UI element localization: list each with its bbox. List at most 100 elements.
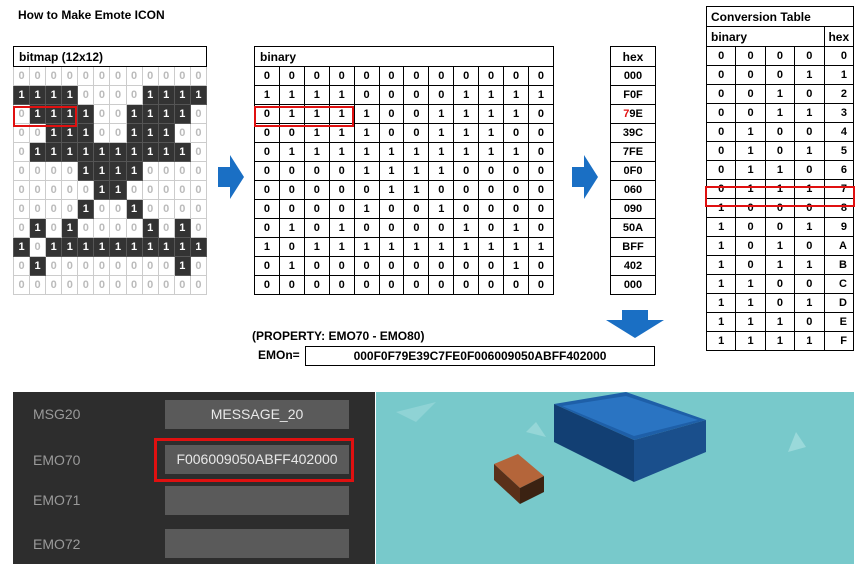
- bitmap-cell: 1: [189, 85, 208, 105]
- binary-cell: 0: [328, 256, 355, 276]
- binary-cell: 1: [353, 161, 380, 181]
- bitmap-cell: 0: [173, 66, 191, 86]
- binary-cell: 1: [453, 218, 480, 238]
- conversion-bit: 0: [705, 179, 737, 199]
- property-caption: (PROPERTY: EMO70 - EMO80): [252, 329, 425, 343]
- conversion-bit: 0: [794, 312, 825, 332]
- binary-cell: 0: [254, 180, 280, 200]
- conversion-hex: 4: [823, 122, 855, 142]
- binary-cell: 1: [328, 237, 355, 257]
- binary-cell: 0: [254, 218, 280, 238]
- bitmap-cell: 0: [61, 275, 79, 295]
- binary-cell: 1: [328, 104, 355, 124]
- binary-cell: 1: [328, 123, 355, 143]
- binary-cell: 1: [403, 142, 430, 162]
- conversion-bit: 1: [705, 312, 737, 332]
- bitmap-cell: 1: [29, 218, 47, 238]
- conversion-hex: F: [823, 331, 855, 351]
- binary-cell: 0: [353, 180, 380, 200]
- conversion-bit: 0: [794, 274, 825, 294]
- binary-cell: 0: [403, 85, 430, 105]
- bitmap-cell: 0: [29, 123, 47, 143]
- conversion-title: Conversion Table: [706, 6, 854, 27]
- conversion-bit: 1: [764, 160, 796, 180]
- emo70-field[interactable]: F006009050ABFF402000: [165, 445, 349, 474]
- binary-cell: 1: [378, 161, 405, 181]
- bitmap-cell: 0: [93, 218, 111, 238]
- bitmap-cell: 0: [173, 199, 191, 219]
- conversion-bit: 0: [735, 198, 766, 218]
- bitmap-cell: 1: [173, 256, 191, 276]
- bitmap-cell: 0: [141, 66, 159, 86]
- conversion-bit: 0: [764, 198, 796, 218]
- emo72-field[interactable]: [165, 529, 349, 558]
- binary-cell: 0: [428, 66, 455, 86]
- bitmap-cell: 0: [12, 218, 31, 238]
- conversion-bit: 1: [705, 293, 737, 313]
- conversion-bit: 0: [794, 84, 825, 104]
- binary-cell: 0: [478, 180, 505, 200]
- binary-cell: 0: [403, 199, 430, 219]
- conversion-hex: 1: [823, 65, 855, 85]
- bitmap-cell: 1: [77, 199, 95, 219]
- conversion-hex: 2: [823, 84, 855, 104]
- binary-cell: 1: [428, 161, 455, 181]
- binary-cell: 1: [503, 218, 529, 238]
- conversion-bit: 1: [705, 198, 737, 218]
- scene-preview: [376, 392, 854, 564]
- emo71-field[interactable]: [165, 486, 349, 515]
- binary-cell: 0: [453, 275, 480, 295]
- arrow-right-icon: [572, 155, 598, 199]
- property-label-emo71: EMO71: [33, 492, 81, 508]
- msg20-field[interactable]: MESSAGE_20: [165, 400, 349, 429]
- binary-cell: 0: [378, 256, 405, 276]
- bitmap-cell: 0: [12, 275, 31, 295]
- binary-cell: 0: [503, 161, 529, 181]
- conversion-bit: 1: [794, 103, 825, 123]
- binary-cell: 0: [478, 218, 505, 238]
- binary-cell: 1: [453, 142, 480, 162]
- bitmap-cell: 0: [189, 161, 208, 181]
- hex-cell: 000: [610, 66, 656, 86]
- page-title: How to Make Emote ICON: [18, 8, 165, 22]
- conversion-hex: 9: [823, 217, 855, 237]
- conversion-bit: 1: [705, 236, 737, 256]
- binary-cell: 0: [353, 275, 380, 295]
- bitmap-cell: 1: [45, 104, 63, 124]
- binary-cell: 0: [278, 199, 305, 219]
- binary-cell: 1: [428, 104, 455, 124]
- binary-cell: 0: [353, 256, 380, 276]
- bitmap-cell: 0: [93, 85, 111, 105]
- hex-cell: 39C: [610, 123, 656, 143]
- bitmap-cell: 0: [77, 275, 95, 295]
- bitmap-cell: 0: [141, 256, 159, 276]
- binary-cell: 1: [378, 237, 405, 257]
- bitmap-cell: 0: [157, 218, 175, 238]
- conversion-hex: 3: [823, 103, 855, 123]
- bitmap-cell: 1: [125, 142, 143, 162]
- conversion-hex: 6: [823, 160, 855, 180]
- bitmap-cell: 0: [93, 104, 111, 124]
- binary-cell: 1: [254, 85, 280, 105]
- binary-cell: 1: [353, 104, 380, 124]
- binary-cell: 0: [478, 66, 505, 86]
- bitmap-cell: 1: [61, 104, 79, 124]
- conversion-bit: 0: [735, 46, 766, 66]
- conversion-bit: 1: [794, 179, 825, 199]
- binary-cell: 1: [254, 237, 280, 257]
- bitmap-cell: 0: [141, 161, 159, 181]
- bitmap-cell: 0: [61, 256, 79, 276]
- bitmap-cell: 0: [93, 123, 111, 143]
- bitmap-cell: 0: [61, 199, 79, 219]
